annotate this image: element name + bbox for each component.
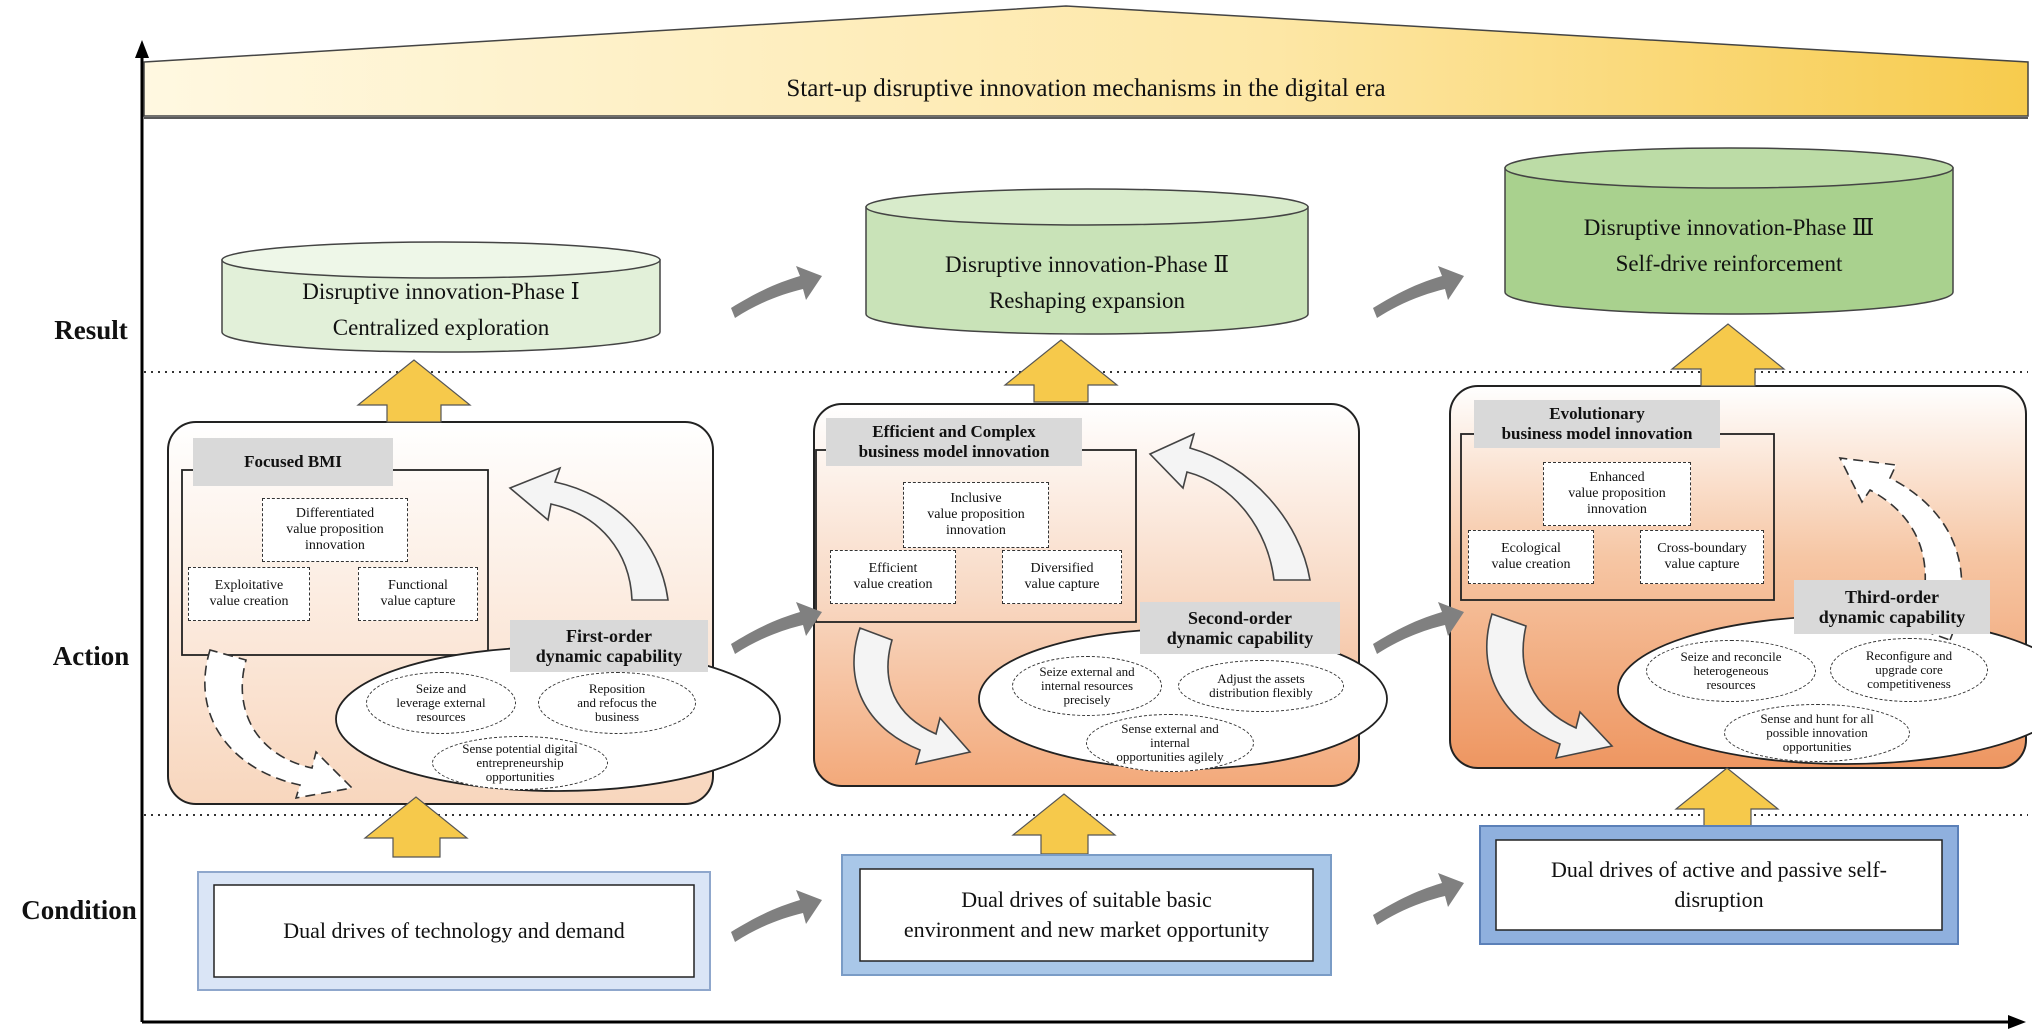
- progress-arrow-icon: [731, 266, 1464, 942]
- up-arrow-icon: [356, 323, 1786, 858]
- cylinder-phase-2: [865, 188, 1309, 335]
- diagram-title: Start-up disruptive innovation mechanism…: [786, 75, 1386, 102]
- condition-phase-1: Dual drives of technology and demand: [283, 918, 625, 943]
- curved-arrow-icon: [508, 432, 1614, 766]
- row-label-result: Result: [54, 314, 128, 345]
- row-label-action: Action: [52, 640, 130, 671]
- cylinder-phase-1: [221, 241, 661, 353]
- title-banner: [143, 5, 2029, 117]
- row-label-condition: Condition: [21, 894, 137, 925]
- cylinder-phase-3: [1504, 147, 1954, 315]
- bmi-title-phase-1: Focused BMI: [193, 438, 393, 486]
- axes: [135, 40, 2026, 1029]
- condition-phase-3: Dual drives of active and passive self-d…: [1551, 857, 1887, 912]
